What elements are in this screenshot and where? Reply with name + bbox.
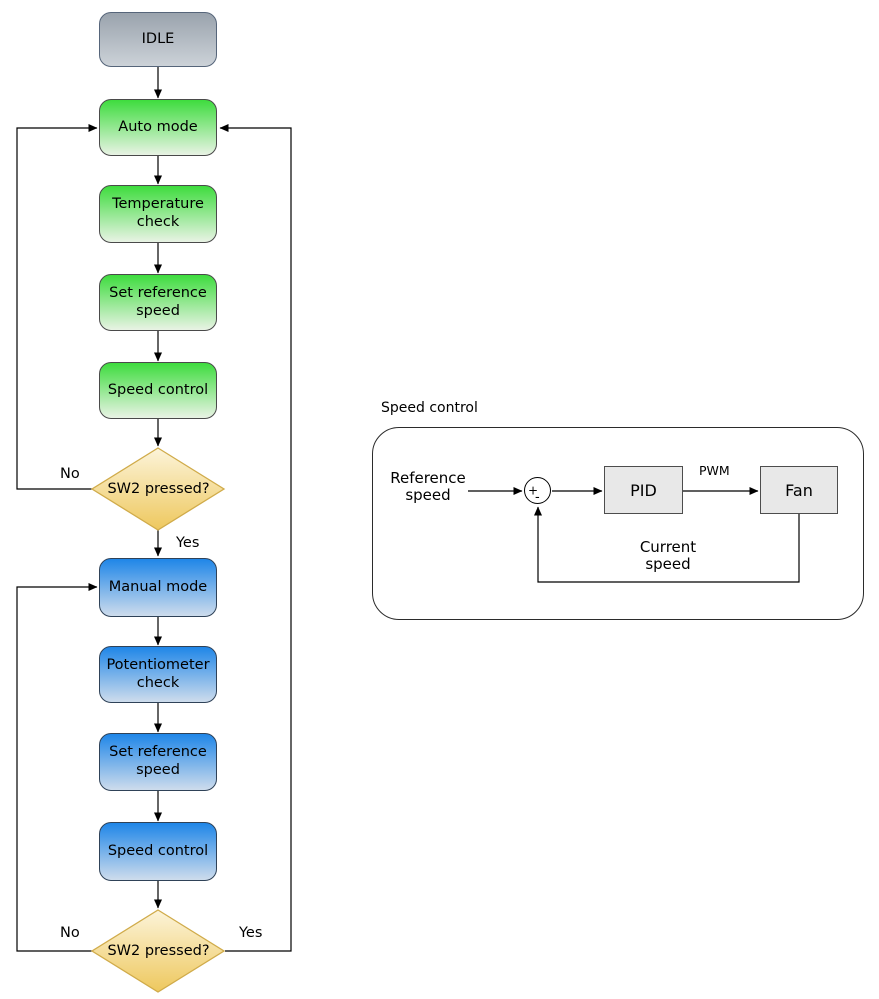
node-speed-control-auto-label: Speed control — [107, 381, 209, 398]
edge-fan-feedback-to-sum — [534, 506, 800, 583]
node-idle: IDLE — [99, 12, 217, 67]
summing-plus-sign: + — [528, 483, 539, 498]
node-temperature-check: Temperature check — [99, 185, 217, 243]
edge-label-yes-manual: Yes — [239, 925, 263, 941]
node-potentiometer-check: Potentiometer check — [99, 646, 217, 703]
node-set-reference-speed-auto-label: Set reference speed — [109, 284, 207, 319]
node-set-reference-speed-auto: Set reference speed — [99, 274, 217, 331]
decision-diamond-manual — [90, 909, 226, 993]
decision-diamond-auto — [90, 447, 226, 531]
node-temperature-check-label: Temperature check — [112, 196, 204, 230]
node-manual-mode-label: Manual mode — [108, 578, 208, 595]
node-speed-control-auto: Speed control — [99, 362, 217, 419]
block-pid-label: PID — [630, 480, 657, 500]
node-auto-mode: Auto mode — [99, 99, 217, 156]
block-pid: PID — [604, 466, 683, 514]
summing-junction: + - — [524, 477, 551, 504]
node-speed-control-manual-label: Speed control — [107, 842, 209, 859]
decision-auto-label: SW2 pressed? — [92, 448, 225, 530]
node-auto-mode-label: Auto mode — [118, 118, 198, 135]
node-speed-control-manual: Speed control — [99, 822, 217, 881]
edge-label-yes-auto: Yes — [176, 535, 200, 551]
node-set-reference-speed-manual-label: Set reference speed — [109, 744, 207, 778]
node-idle-label: IDLE — [141, 30, 175, 47]
edge-decision1-no-loop — [16, 124, 98, 490]
decision-manual-label: SW2 pressed? — [92, 910, 225, 992]
decision-auto-text: SW2 pressed? — [107, 481, 210, 497]
decision-manual-text: SW2 pressed? — [107, 943, 210, 959]
node-potentiometer-check-label: Potentiometer check — [106, 656, 210, 691]
edge-decision2-no-loop — [16, 583, 98, 952]
detail-reference-speed-label: Reference speed — [390, 469, 466, 505]
edge-label-no-manual: No — [60, 925, 80, 941]
block-fan-label: Fan — [785, 480, 813, 500]
summing-minus-sign: - — [535, 490, 540, 505]
node-set-reference-speed-manual: Set reference speed — [99, 733, 217, 791]
edge-decision2-yes-loop — [219, 124, 292, 952]
detail-title: Speed control — [381, 400, 478, 416]
detail-current-speed-label: Current speed — [639, 538, 697, 574]
detail-frame — [372, 427, 864, 620]
detail-pwm-label: PWM — [699, 463, 730, 478]
block-fan: Fan — [760, 466, 838, 514]
node-manual-mode: Manual mode — [99, 558, 217, 617]
edge-label-no-auto: No — [60, 466, 80, 482]
